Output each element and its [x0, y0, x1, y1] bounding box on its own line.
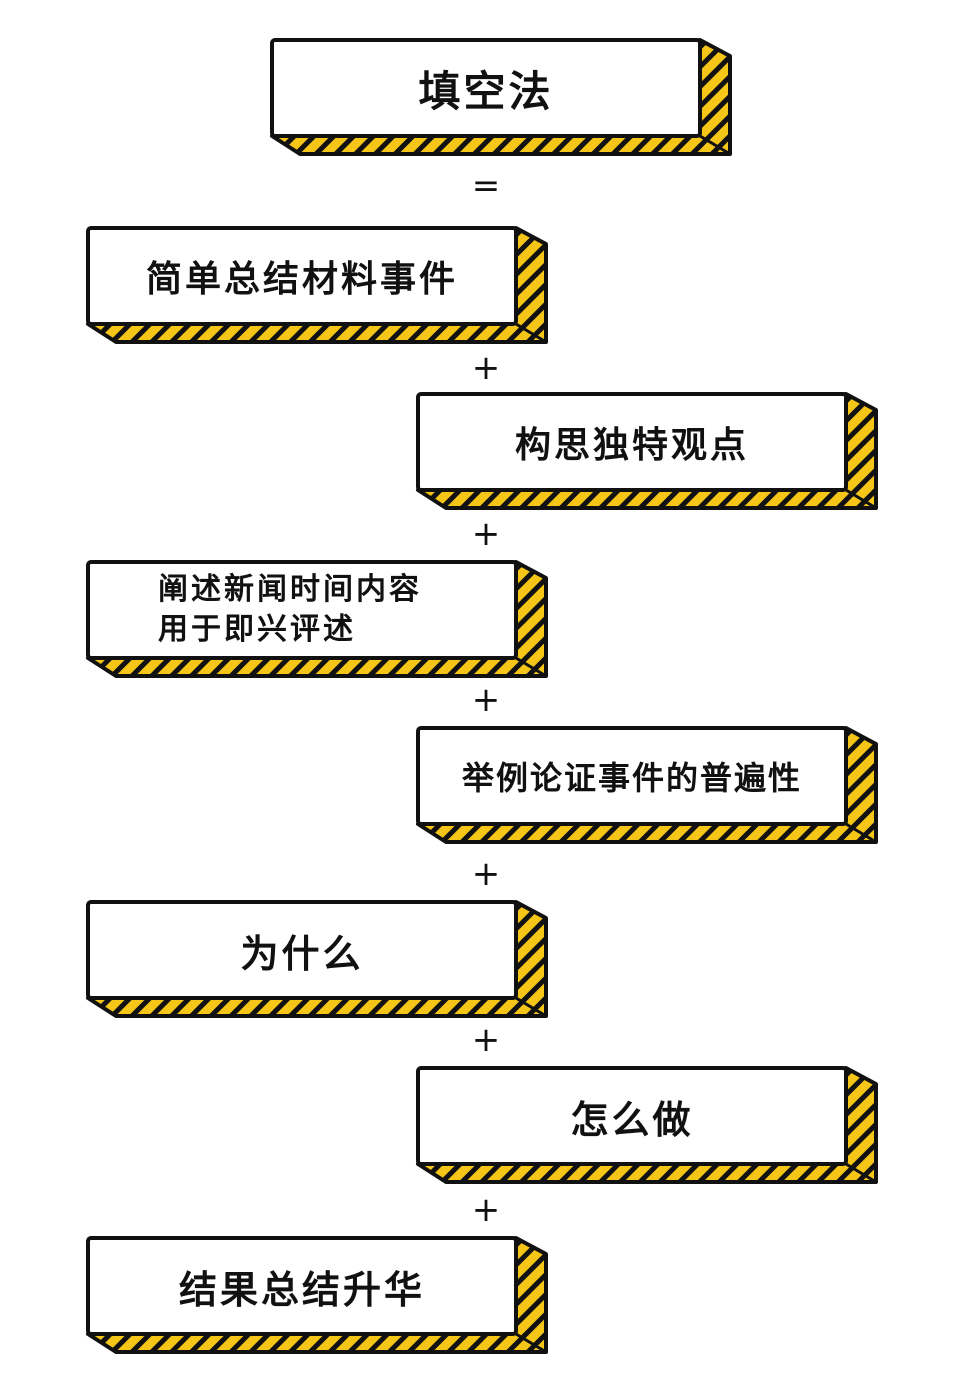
step-label-examples-universality: 举例论证事件的普遍性	[461, 759, 802, 797]
step-label-why: 为什么	[240, 931, 364, 976]
plus-sign: +	[471, 1190, 501, 1230]
plus-sign: +	[471, 680, 501, 720]
equals-sign: =	[471, 166, 501, 206]
box-face	[86, 900, 518, 1000]
step-label-explain-news: 阐述新闻时间内容 用于即兴评述	[158, 572, 422, 647]
step-box-unique-viewpoint: 构思独特观点	[416, 392, 878, 510]
box-frame	[86, 226, 548, 344]
plus-sign: +	[471, 348, 501, 388]
box-face	[416, 392, 848, 492]
step-box-examples-universality: 举例论证事件的普遍性	[416, 726, 878, 844]
plus-sign: +	[471, 1020, 501, 1060]
step-label-how: 怎么做	[570, 1097, 694, 1142]
plus-sign: +	[471, 854, 501, 894]
step-box-conclusion: 结果总结升华	[86, 1236, 548, 1354]
step-label-summarize-event: 简单总结材料事件	[145, 259, 458, 300]
box-frame	[86, 560, 548, 678]
title-box: 填空法	[270, 38, 732, 156]
step-box-why: 为什么	[86, 900, 548, 1018]
box-frame	[86, 1236, 548, 1354]
step-label-conclusion: 结果总结升华	[178, 1267, 425, 1312]
box-face	[86, 1236, 518, 1336]
step-box-explain-news: 阐述新闻时间内容 用于即兴评述	[86, 560, 548, 678]
box-frame	[416, 392, 878, 510]
plus-sign: +	[471, 514, 501, 554]
step-label-unique-viewpoint: 构思独特观点	[514, 425, 749, 466]
box-frame	[416, 726, 878, 844]
box-face	[416, 726, 848, 826]
box-face	[416, 1066, 848, 1166]
box-face	[270, 38, 702, 138]
box-frame	[270, 38, 732, 156]
box-frame	[86, 900, 548, 1018]
title-box-label: 填空法	[418, 66, 554, 116]
step-box-summarize-event: 简单总结材料事件	[86, 226, 548, 344]
box-frame	[416, 1066, 878, 1184]
step-box-how: 怎么做	[416, 1066, 878, 1184]
box-face	[86, 226, 518, 326]
box-face	[86, 560, 518, 660]
